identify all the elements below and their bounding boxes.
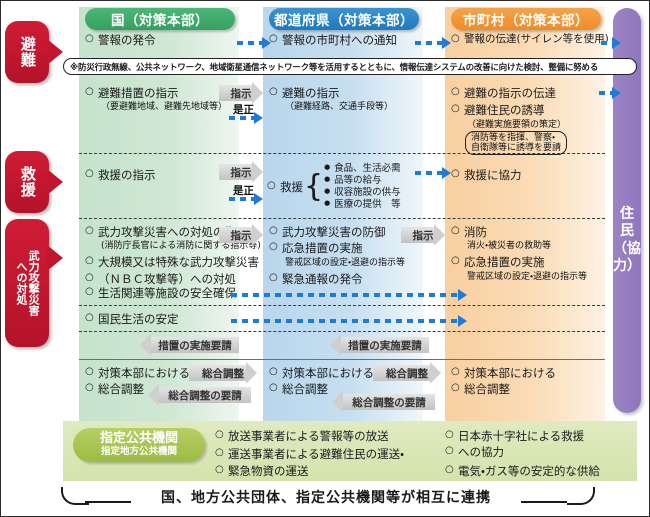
label-zesei-relief: 是正 <box>233 185 254 197</box>
side-tab-armed-attack: への対処 武力攻撃災害 <box>5 219 49 347</box>
footer-line-right <box>521 501 567 503</box>
arrow-warning-muni-to-residents <box>601 37 621 49</box>
cell-municipality-relief: 救援に協力 <box>451 168 522 184</box>
gray-arrow-sogochosei-2: 総合調整 <box>373 362 441 384</box>
cell-prefecture-armed: 武力攻撃災害の防御 応急措置の実施 警戒区域の設定・退避の指示等 緊急通報の発令 <box>269 225 405 288</box>
side-arrow-armed-attack <box>47 245 63 271</box>
side-arrow-evacuation <box>47 39 63 65</box>
label-zesei-evac: 是正 <box>233 104 254 116</box>
communication-note: ※防災行政無線、公共ネットワーク、地域衛星通信ネットワーク等を活用するとともに、… <box>63 58 637 75</box>
arrow-evac-muni-to-residents <box>599 87 621 99</box>
footer-curve-left <box>61 487 89 505</box>
guide-note-line2: 自衛隊等に誘導を要請 <box>471 142 562 153</box>
cell-national-armed: 武力攻撃災害への対処の指示 (消防庁長官による消防に関する指示等) 大規模又は特… <box>85 225 261 288</box>
gray-arrow-shiji-armed-1: 指示 <box>219 224 263 246</box>
cell-prefecture-coordination: 対策本部における 総合調整 <box>269 366 374 399</box>
residents-column: 住 民 （協 力） <box>613 8 641 413</box>
separator-armed-coordination <box>79 331 605 332</box>
separator-coordination <box>79 359 605 360</box>
guide-note-line1: 消防等を指揮、警察・ <box>471 132 556 143</box>
residents-char-4: 力） <box>613 258 641 274</box>
footer-curve-right <box>567 487 595 505</box>
header-national: 国（対策本部） <box>85 8 235 30</box>
gray-arrow-sogochosei-yousei-2: 総合調整の要請 <box>332 391 435 413</box>
arrow-warning-pref-to-muni <box>415 37 451 49</box>
column-band-municipality <box>445 7 605 428</box>
side-arrow-relief <box>47 169 63 195</box>
cell-municipality-evac-relay: 避難の指示の伝達 避難住民の誘導 （避難実施要領の策定） 消防等を指揮、警察・ … <box>451 86 568 156</box>
footer-line-left <box>85 501 131 503</box>
side-tab-relief: 救援 <box>5 151 49 213</box>
header-prefecture: 都道府県（対策本部） <box>269 8 419 30</box>
gray-arrow-sogochosei-yousei-1: 総合調整の要請 <box>148 384 251 406</box>
cell-municipality-coordination: 対策本部における 総合調整 <box>451 366 556 399</box>
arrow-warning-national-to-pref <box>237 37 271 49</box>
relief-items: 食品、生活必需 品等の給与 収容施設の供与 医療の提供 等 <box>324 163 401 211</box>
column-band-national <box>79 7 239 428</box>
residents-char-3: （協 <box>613 240 641 257</box>
arrow-zesei-evac <box>229 112 263 124</box>
arrow-life-stability-span <box>231 315 467 327</box>
side-tab-evacuation: 避難 <box>5 21 49 83</box>
header-municipality: 市町村（対策本部） <box>451 8 601 30</box>
cell-prefecture-relief: 救援 { 食品、生活必需 品等の給与 収容施設の供与 医療の提供 等 <box>267 163 417 211</box>
cell-municipality-armed: 消防 消火・被災者の救助等 応急措置の実施 警戒区域の設定・退避の指示等 <box>451 225 587 282</box>
cell-national-evac-instruction: 避難措置の指示 （要避難地域、避難先地域等） <box>85 86 227 113</box>
gray-arrow-sogochosei-1: 総合調整 <box>189 362 257 384</box>
brace-icon: { <box>304 169 324 205</box>
cell-national-relief: 救援の指示 <box>85 168 156 184</box>
arrow-zesei-relief <box>229 193 263 205</box>
designated-left-items: 放送事業者による警報等の放送 運送事業者による避難住民の運送・ 緊急物資の運送 <box>215 429 404 480</box>
gray-arrow-shiji-armed-2: 指示 <box>401 224 445 246</box>
arrow-relief-pref-to-muni <box>415 167 451 179</box>
column-band-prefecture <box>263 7 423 428</box>
residents-char-1: 住 <box>620 205 634 222</box>
cell-prefecture-evac-instruction: 避難の指示 （避難経路、交通手段等） <box>269 86 393 113</box>
cell-prefecture-warning: 警報の市町村への通知 <box>269 33 397 49</box>
gray-arrow-sochi-yousei-2: 措置の実施要請 <box>330 334 429 356</box>
designated-right-items: 日本赤十字社による救援 への協力 電気・ガス等の安定的な供給 <box>445 429 600 480</box>
cell-national-life-stability: 国民生活の安定 <box>85 312 179 328</box>
residents-char-2: 民 <box>620 223 634 239</box>
designated-organisations-pill: 指定公共機関 指定地方公共機関 <box>73 428 205 462</box>
footer-caption: 国、地方公共団体、指定公共機関等が相互に連携 <box>161 490 491 506</box>
gray-arrow-shiji-relief: 指示 <box>219 161 263 183</box>
separator-facility-life <box>79 305 605 306</box>
separator-relief-armed <box>79 218 605 219</box>
cell-national-facility-safety: 生活関連等施設の安全確保 <box>85 286 236 302</box>
gray-arrow-sochi-yousei-1: 措置の実施要請 <box>140 334 239 356</box>
cell-national-coordination: 対策本部における 総合調整 <box>85 366 190 399</box>
cell-national-warning: 警報の発令 <box>85 33 156 49</box>
separator-evac-relief <box>79 153 605 154</box>
cell-municipality-warning: 警報の伝達(サイレン等を使用) <box>451 33 609 48</box>
arrow-facility-safety-span <box>231 289 467 301</box>
gray-arrow-shiji-evac: 指示 <box>219 82 263 104</box>
